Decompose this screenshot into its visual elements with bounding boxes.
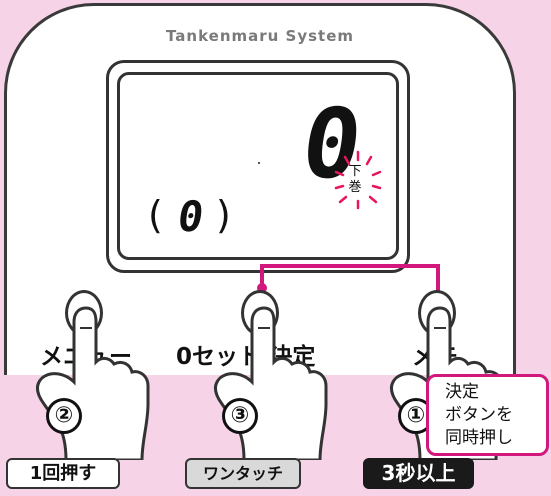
caption-press-once: 1回押す bbox=[6, 458, 120, 489]
sub-counter-paren-left: ( bbox=[148, 193, 163, 237]
brand-name: Tankenmaru System bbox=[165, 27, 355, 45]
simultaneous-press-callout: 決定 ボタンを 同時押し bbox=[426, 374, 549, 456]
pressing-finger-icon bbox=[214, 306, 328, 460]
blink-indicator-icon bbox=[334, 150, 382, 210]
callout-line: 決定 bbox=[445, 382, 479, 402]
caption-three-seconds: 3秒以上 bbox=[363, 458, 474, 489]
sub-counter-paren-right: ) bbox=[216, 193, 231, 237]
step-number-menu: ② bbox=[46, 398, 82, 434]
lcd-screen bbox=[117, 72, 399, 260]
callout-line: 同時押し bbox=[445, 428, 513, 448]
lcd-dot bbox=[258, 162, 260, 164]
caption-one-touch: ワンタッチ bbox=[185, 458, 301, 489]
callout-line: ボタンを bbox=[445, 405, 513, 425]
lower-volume-char-1: 下 bbox=[348, 164, 362, 179]
pressing-finger-icon bbox=[36, 306, 150, 460]
step-number-zero-set: ③ bbox=[222, 398, 258, 434]
lower-volume-char-2: 巻 bbox=[348, 180, 362, 195]
lower-volume-indicator: 下 巻 bbox=[346, 164, 364, 196]
